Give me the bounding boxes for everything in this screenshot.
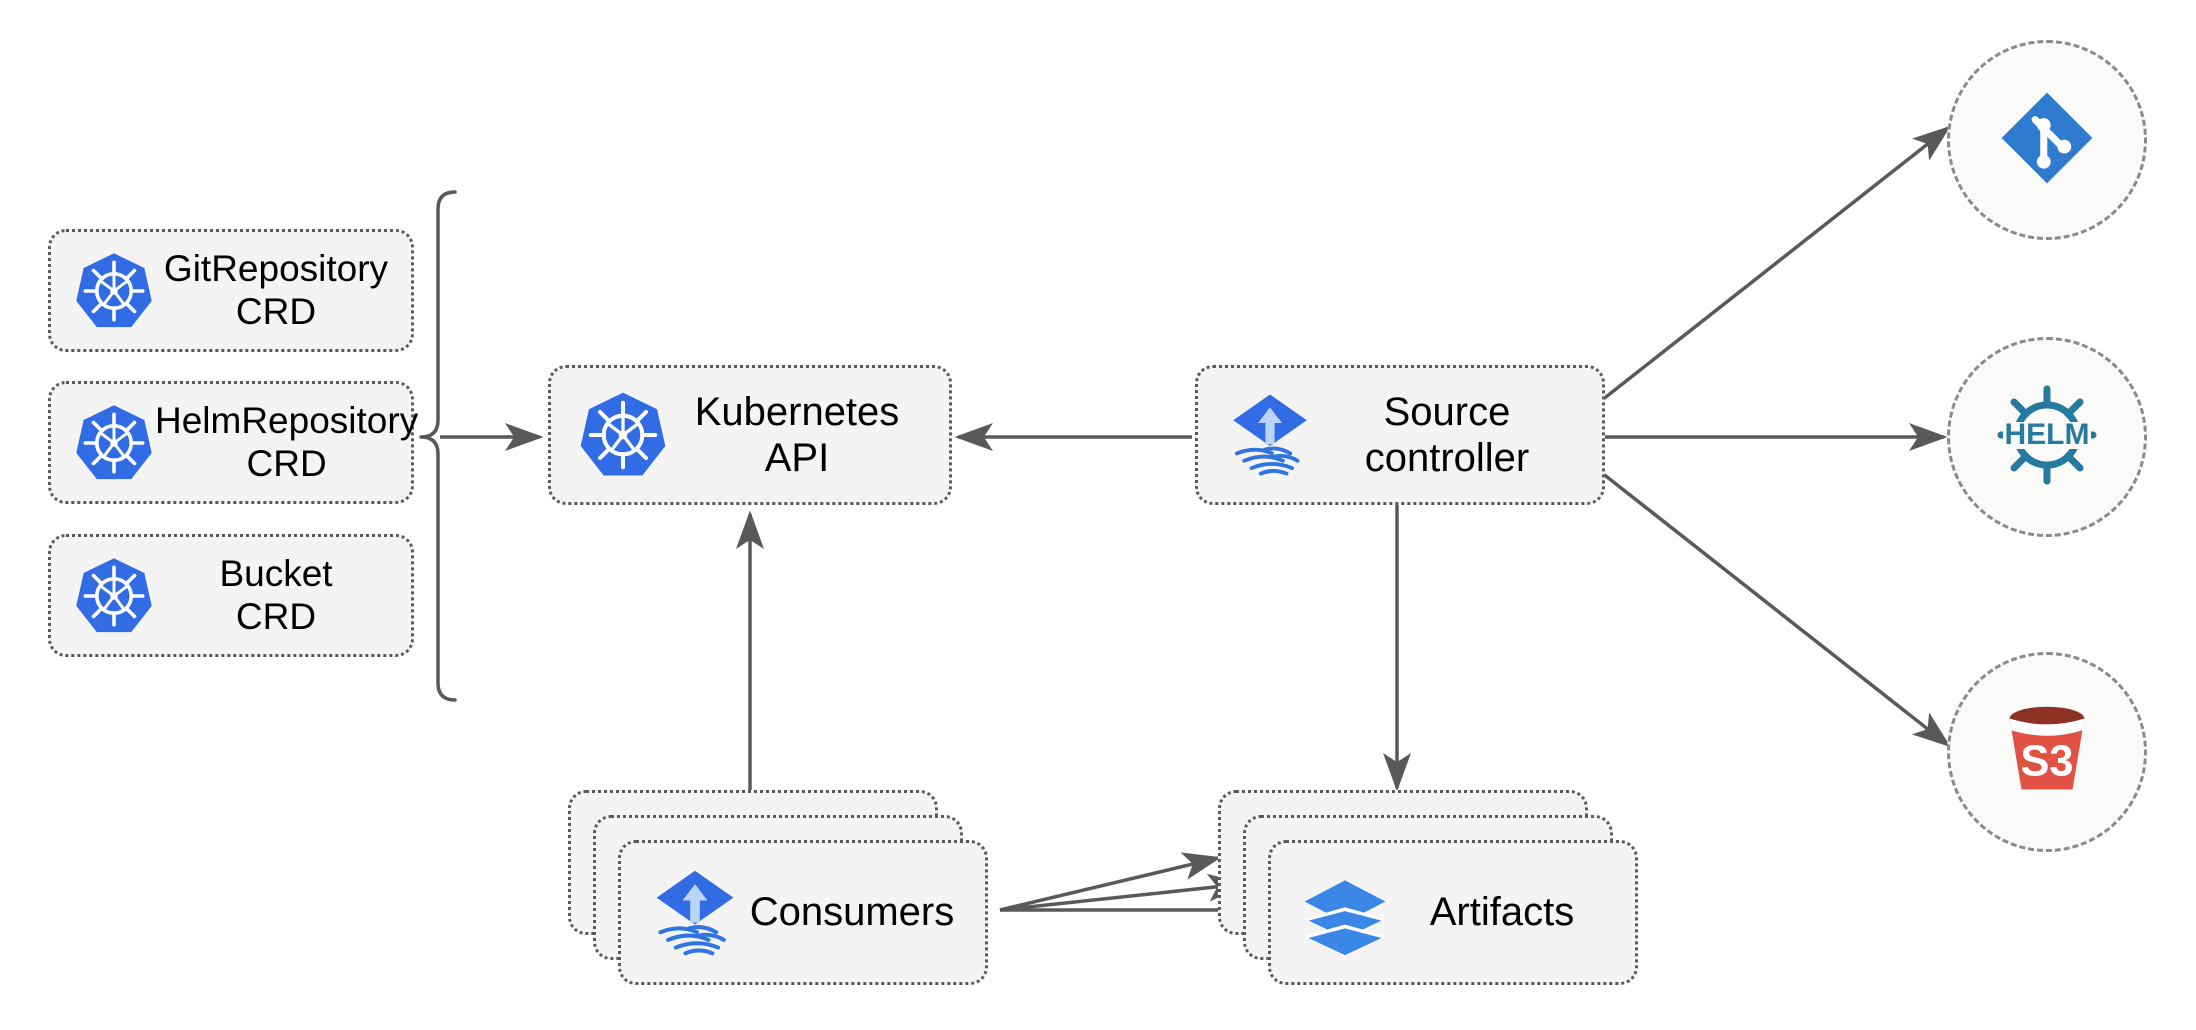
node-label: HelmRepository CRD — [155, 399, 419, 484]
kubernetes-icon — [73, 250, 155, 332]
node-label: Kubernetes API — [694, 390, 900, 480]
node-helmrepository-crd[interactable]: HelmRepository CRD — [48, 381, 418, 504]
link-consumers-to-artifacts-2 — [999, 873, 1247, 912]
node-artifacts-stack[interactable]: Artifacts — [1218, 790, 1638, 990]
git-icon — [1993, 84, 2101, 197]
s3-label: S3 — [2021, 737, 2074, 785]
flux-icon — [1224, 389, 1316, 481]
node-helm-source[interactable]: HELM — [1947, 337, 2147, 537]
node-bucket-crd[interactable]: Bucket CRD — [48, 534, 414, 657]
link-consumers-to-artifacts-1 — [999, 852, 1222, 912]
node-label: GitRepository CRD — [163, 247, 389, 332]
node-git-source[interactable] — [1947, 40, 2147, 240]
link-source-controller-to-git — [1600, 125, 1951, 402]
node-label: Source controller — [1364, 390, 1530, 480]
node-label: Artifacts — [1429, 890, 1575, 934]
link-source-controller-to-s3 — [1600, 471, 1951, 748]
s3-icon: S3 — [1988, 691, 2106, 814]
node-source-controller[interactable]: Source controller — [1195, 365, 1605, 505]
layers-icon — [1297, 865, 1393, 961]
helm-icon: HELM — [1987, 375, 2107, 500]
kubernetes-icon — [577, 389, 669, 481]
node-label: Bucket CRD — [219, 552, 333, 637]
flux-icon — [647, 865, 743, 961]
node-consumers-stack[interactable]: Consumers — [568, 790, 988, 990]
node-consumers[interactable]: Consumers — [618, 840, 988, 985]
node-kubernetes-api[interactable]: Kubernetes API — [548, 365, 952, 505]
node-artifacts[interactable]: Artifacts — [1268, 840, 1638, 985]
kubernetes-icon — [73, 402, 155, 484]
helm-label: HELM — [2005, 418, 2090, 451]
node-label: Consumers — [749, 890, 955, 934]
node-s3-source[interactable]: S3 — [1947, 652, 2147, 852]
node-gitrepository-crd[interactable]: GitRepository CRD — [48, 229, 414, 352]
kubernetes-icon — [73, 555, 155, 637]
crd-group-brace — [419, 190, 457, 702]
